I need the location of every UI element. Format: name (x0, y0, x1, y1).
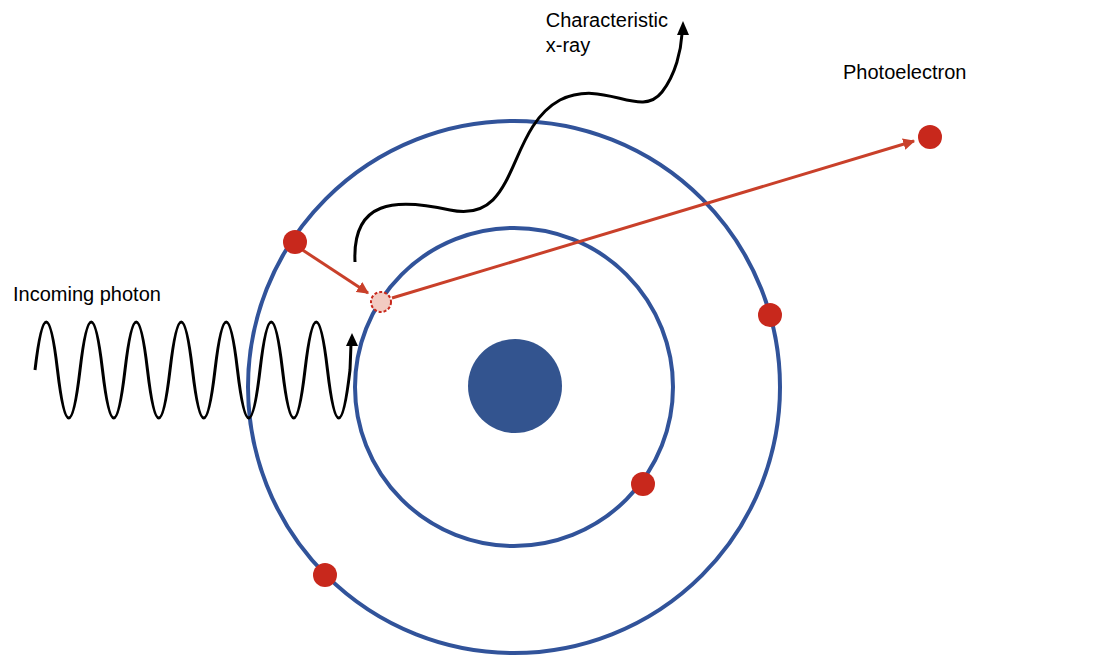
label-text: Characteristic x-ray (546, 8, 668, 58)
nucleus (468, 339, 562, 433)
electron-vacancy (371, 292, 391, 312)
photoelectron-arrow (392, 141, 914, 298)
electron (758, 303, 782, 327)
incoming-photon-wave (35, 322, 351, 418)
label-text: Photoelectron (843, 60, 966, 85)
electron (283, 230, 307, 254)
transition-arrow (298, 247, 368, 293)
label-text: Incoming photon (13, 282, 161, 307)
photon-arrowhead (346, 333, 358, 346)
electron (631, 472, 655, 496)
xray-arrowhead (677, 21, 689, 35)
inner-shell (355, 228, 673, 546)
electron (313, 563, 337, 587)
outer-shell (248, 121, 780, 653)
photoelectron (918, 125, 942, 149)
characteristic-xray-wave (355, 34, 682, 262)
